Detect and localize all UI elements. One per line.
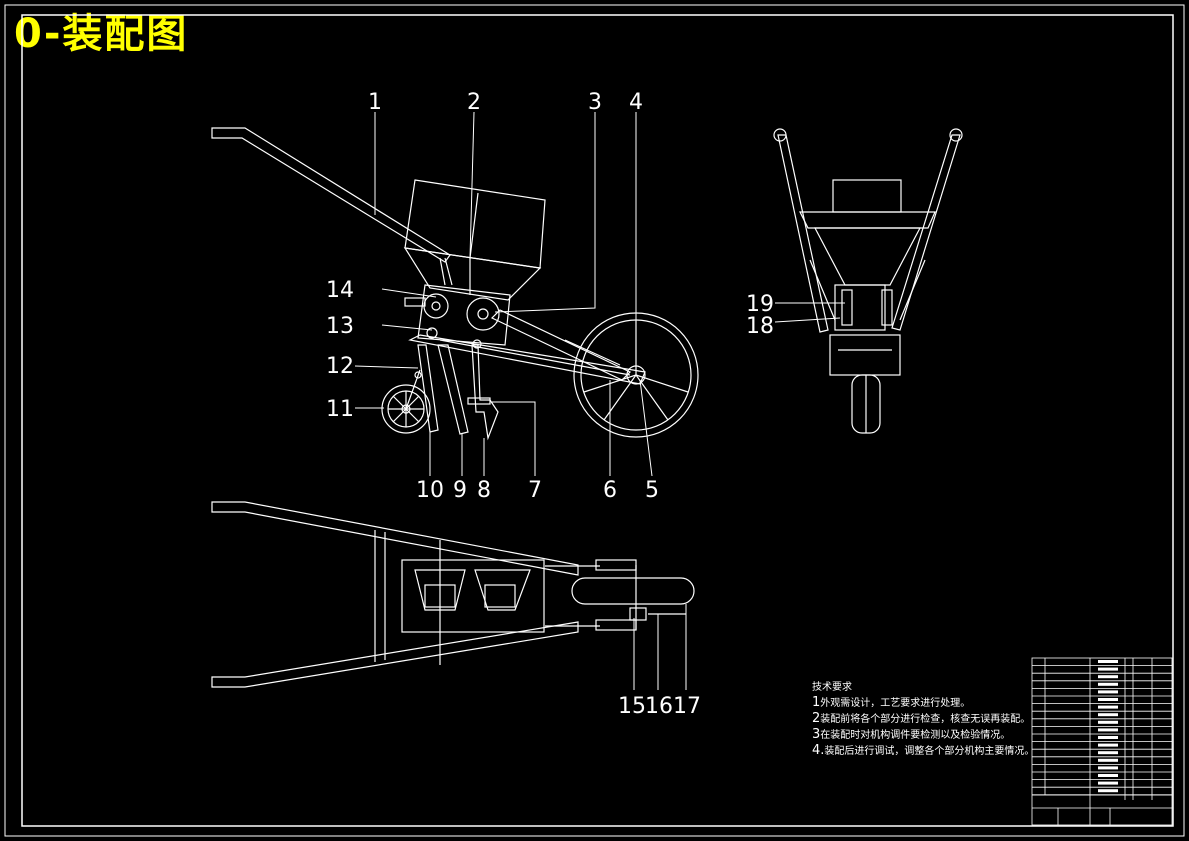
- title-block-cell-mark: [1098, 667, 1118, 671]
- tech-item: 2装配前将各个部分进行检查，核查无误再装配。: [812, 711, 1031, 726]
- top-handle-upper: [211, 501, 579, 576]
- title-block-cell-mark: [1098, 660, 1118, 663]
- hopper-funnel: [403, 247, 542, 301]
- title-block-cell-mark: [1098, 766, 1118, 770]
- drawing-title: 0-装配图: [14, 11, 189, 57]
- outer-border: [4, 4, 1185, 837]
- front-hopper: [799, 211, 936, 229]
- front-handle-right: [891, 134, 961, 331]
- inner-border: [21, 14, 1174, 827]
- seed-wheel-left: [423, 293, 449, 319]
- top-view: [211, 501, 695, 688]
- tech-item: 4.装配后进行调试，调整各个部分机构主要情况。: [812, 743, 1035, 758]
- title-block-rows: [1032, 665, 1172, 796]
- leader-lines: [354, 111, 845, 477]
- tech-heading: 技术要求: [812, 682, 852, 693]
- hopper-box: [404, 179, 546, 269]
- title-block-cell-mark: [1098, 713, 1118, 717]
- title-block-cell-mark: [1098, 774, 1118, 777]
- title-block-cell-mark: [1098, 728, 1118, 732]
- front-view: [773, 128, 963, 434]
- upper-link: [490, 309, 632, 381]
- front-base: [829, 334, 901, 376]
- metering-box: [417, 284, 511, 346]
- title-block-cell-mark: [1098, 698, 1118, 701]
- tech-item: 3在装配时对机构调件要检测以及检验情况。: [812, 727, 1011, 742]
- coverer-leg-10: [417, 344, 439, 433]
- title-block-cell-fill: [1098, 660, 1118, 793]
- title-block-cell-mark: [1098, 675, 1118, 679]
- title-block-cell-mark: [1098, 720, 1118, 724]
- handle: [211, 127, 451, 263]
- seed-wheel-right: [466, 297, 500, 331]
- title-block-cell-mark: [1098, 736, 1118, 739]
- title-block-cell-mark: [1098, 705, 1118, 709]
- press-wheel: [381, 384, 431, 434]
- title-block-cell-mark: [1098, 751, 1118, 755]
- side-view: [211, 127, 699, 441]
- title-block-cell-mark: [1098, 789, 1118, 793]
- top-hopper: [401, 559, 545, 633]
- title-block-cell-mark: [1098, 743, 1118, 747]
- top-handle-lower: [211, 621, 579, 688]
- title-block-cell-mark: [1098, 690, 1118, 694]
- title-block-cell-mark: [1098, 781, 1118, 785]
- front-hopper-top: [832, 179, 902, 213]
- technical-requirements: 技术要求 1外观需设计，工艺要求进行处理。 2装配前将各个部分进行检查，核查无误…: [812, 680, 1034, 759]
- title-block-cell-mark: [1098, 682, 1118, 686]
- tech-item: 1外观需设计，工艺要求进行处理。: [812, 695, 971, 710]
- front-handle-left: [777, 134, 829, 333]
- top-wheel: [571, 577, 695, 605]
- opener-leg-9: [437, 344, 469, 435]
- top-leaders: [633, 604, 687, 690]
- title-block-cell-mark: [1098, 758, 1118, 762]
- furrow-opener-8: [471, 344, 499, 441]
- title-block: [1031, 657, 1173, 826]
